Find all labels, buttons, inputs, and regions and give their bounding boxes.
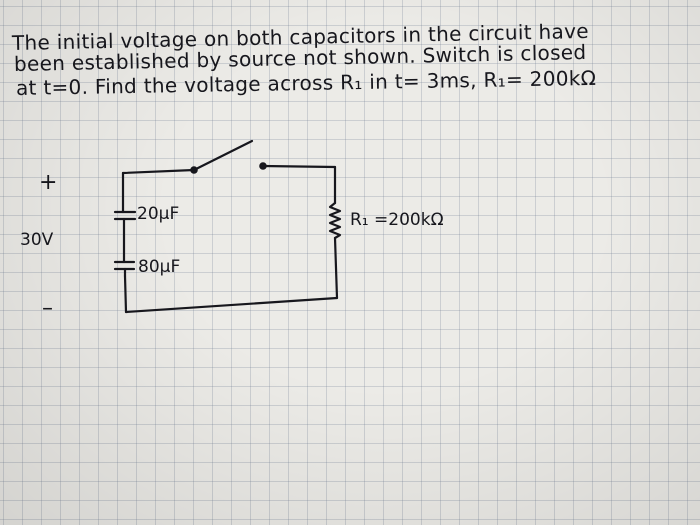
switch-contact-dot bbox=[259, 162, 267, 170]
capacitor-2-label: 80μF bbox=[138, 257, 181, 277]
bottom-wire bbox=[124, 296, 339, 314]
left-wire-lower bbox=[123, 274, 128, 314]
minus-sign-label: – bbox=[42, 296, 53, 321]
capacitor-1-label: 20μF bbox=[137, 204, 180, 224]
top-wire-right bbox=[261, 164, 337, 169]
resistor-label: R₁ =200kΩ bbox=[350, 210, 444, 230]
switch-blade bbox=[192, 139, 254, 172]
resistor-r1 bbox=[328, 201, 342, 240]
right-wire-lower bbox=[333, 236, 339, 300]
switch-pivot-dot bbox=[190, 166, 198, 174]
source-voltage-label: 30V bbox=[20, 230, 54, 250]
plus-sign-label: + bbox=[39, 170, 58, 195]
top-wire-left bbox=[121, 168, 196, 175]
